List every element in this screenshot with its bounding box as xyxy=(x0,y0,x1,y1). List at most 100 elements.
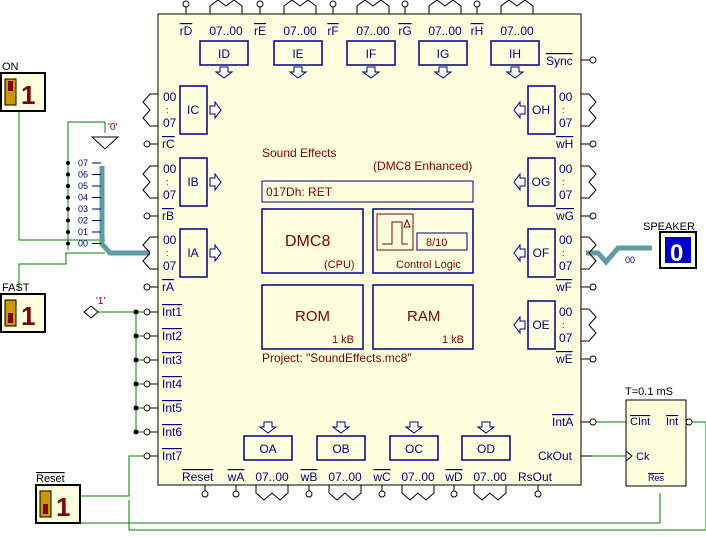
register-oc xyxy=(389,435,439,461)
strobe-label-rb: rB xyxy=(162,209,174,223)
junction-int3 xyxy=(133,357,139,363)
sync-pin[interactable] xyxy=(589,56,597,64)
range-label-ie: 07..00 xyxy=(283,24,317,38)
timer-res-label: Res xyxy=(648,473,665,483)
bus-junction-01 xyxy=(66,230,70,234)
strobe-pin-rb[interactable] xyxy=(143,212,151,220)
arrow-left-oh-icon xyxy=(513,100,526,120)
register-of xyxy=(527,228,556,278)
input-connector-ig[interactable] xyxy=(428,0,462,14)
range-label-ig: 07..00 xyxy=(428,24,462,38)
register-label-oc: OC xyxy=(405,442,423,456)
strobe-pin-we[interactable] xyxy=(589,355,597,363)
reset-pin[interactable] xyxy=(201,490,209,498)
strobe-pin-wd[interactable] xyxy=(450,490,458,498)
arrow-down-ih-icon xyxy=(505,66,525,79)
register-ie xyxy=(273,40,323,66)
ram-label: RAM xyxy=(407,308,440,325)
interrupt-pin-int4[interactable] xyxy=(143,380,151,388)
input-connector-if[interactable] xyxy=(356,0,390,14)
interrupt-label-int2: Int2 xyxy=(162,329,182,343)
strobe-label-re: rE xyxy=(254,24,266,38)
arrow-down-oa-icon xyxy=(258,421,278,434)
arrow-right-ic-icon xyxy=(209,100,222,120)
sync-pin-label: Sync xyxy=(546,54,573,68)
output-connector-oc[interactable] xyxy=(401,485,435,501)
right-dots-oh: : xyxy=(562,105,565,115)
interrupt-pin-int2[interactable] xyxy=(143,332,151,340)
strobe-pin-rg[interactable] xyxy=(401,0,409,8)
strobe-pin-rh[interactable] xyxy=(473,0,481,8)
output-connector-oe[interactable] xyxy=(581,308,597,342)
rom-label: ROM xyxy=(295,308,330,325)
strobe-pin-wg[interactable] xyxy=(589,212,597,220)
arrow-down-id-icon xyxy=(214,66,234,79)
strobe-label-wg: wG xyxy=(555,209,574,223)
strobe-pin-re[interactable] xyxy=(256,0,264,8)
rom-size: 1 kB xyxy=(332,334,354,346)
register-ih xyxy=(490,40,540,66)
strobe-label-wc: wC xyxy=(372,470,391,484)
output-connector-of[interactable] xyxy=(581,236,597,270)
strobe-label-rf: rF xyxy=(327,24,338,38)
left-lo-ic: 07 xyxy=(163,116,177,130)
const-one-label: '1' xyxy=(96,296,105,307)
output-connector-og[interactable] xyxy=(581,165,597,199)
on-switch-label: ON xyxy=(2,61,19,73)
input-connector-ib[interactable] xyxy=(142,165,158,199)
range-label-ih: 07..00 xyxy=(500,24,534,38)
on-switch-toggle[interactable] xyxy=(4,78,17,106)
right-dots-of: : xyxy=(562,248,565,258)
strobe-pin-rd[interactable] xyxy=(182,0,190,8)
rsout-pin[interactable] xyxy=(534,490,542,498)
strobe-pin-rc[interactable] xyxy=(143,140,151,148)
interrupt-pin-int1[interactable] xyxy=(143,308,151,316)
warning-triangle-icon xyxy=(403,218,411,228)
input-connector-ic[interactable] xyxy=(142,93,158,127)
strobe-label-wh: wH xyxy=(555,137,573,151)
interrupt-pin-int3[interactable] xyxy=(143,356,151,364)
output-connector-ob[interactable] xyxy=(328,485,362,501)
strobe-pin-wb[interactable] xyxy=(305,490,313,498)
interrupt-pin-int5[interactable] xyxy=(143,404,151,412)
interrupt-pin-int7[interactable] xyxy=(143,452,151,460)
range-label-if: 07..00 xyxy=(356,24,390,38)
register-label-id: ID xyxy=(218,47,230,61)
input-connector-ia[interactable] xyxy=(142,236,158,270)
left-hi-ic: 00 xyxy=(163,90,177,104)
register-label-ic: IC xyxy=(187,103,199,117)
input-connector-ih[interactable] xyxy=(500,0,534,14)
strobe-pin-ra[interactable] xyxy=(143,283,151,291)
strobe-label-we: wE xyxy=(555,352,573,366)
interrupt-pin-int6[interactable] xyxy=(143,428,151,436)
register-ob xyxy=(316,435,366,461)
strobe-pin-wh[interactable] xyxy=(589,140,597,148)
rsout-pin-label: RsOut xyxy=(518,470,553,484)
inta-pin[interactable] xyxy=(589,418,597,426)
timer-int-pin[interactable] xyxy=(685,418,693,426)
interrupt-label-int5: Int5 xyxy=(162,401,182,415)
bus-bit-label-01: 01 xyxy=(78,227,88,237)
strobe-pin-rf[interactable] xyxy=(329,0,337,8)
output-connector-oa[interactable] xyxy=(255,485,289,501)
left-dots-ia: : xyxy=(166,248,169,258)
input-connector-ie[interactable] xyxy=(283,0,317,14)
register-label-ih: IH xyxy=(509,47,521,61)
register-label-ib: IB xyxy=(187,175,198,189)
strobe-pin-wa[interactable] xyxy=(232,490,240,498)
bus-bit-label-02: 02 xyxy=(78,216,88,226)
junction-int6 xyxy=(133,429,139,435)
input-connector-id[interactable] xyxy=(209,0,243,14)
right-lo-og: 07 xyxy=(559,188,573,202)
cpu-sub-label: (CPU) xyxy=(324,259,355,271)
clock-triangle-icon xyxy=(625,450,633,462)
bus-junction-04 xyxy=(66,195,70,200)
output-connector-oh[interactable] xyxy=(581,93,597,127)
strobe-pin-wc[interactable] xyxy=(378,490,386,498)
arrow-right-ib-icon xyxy=(209,172,222,192)
strobe-label-wf: wF xyxy=(555,280,572,294)
output-connector-od[interactable] xyxy=(473,485,507,501)
bus-junction-03 xyxy=(66,207,70,211)
strobe-pin-wf[interactable] xyxy=(589,283,597,291)
register-od xyxy=(461,435,511,461)
